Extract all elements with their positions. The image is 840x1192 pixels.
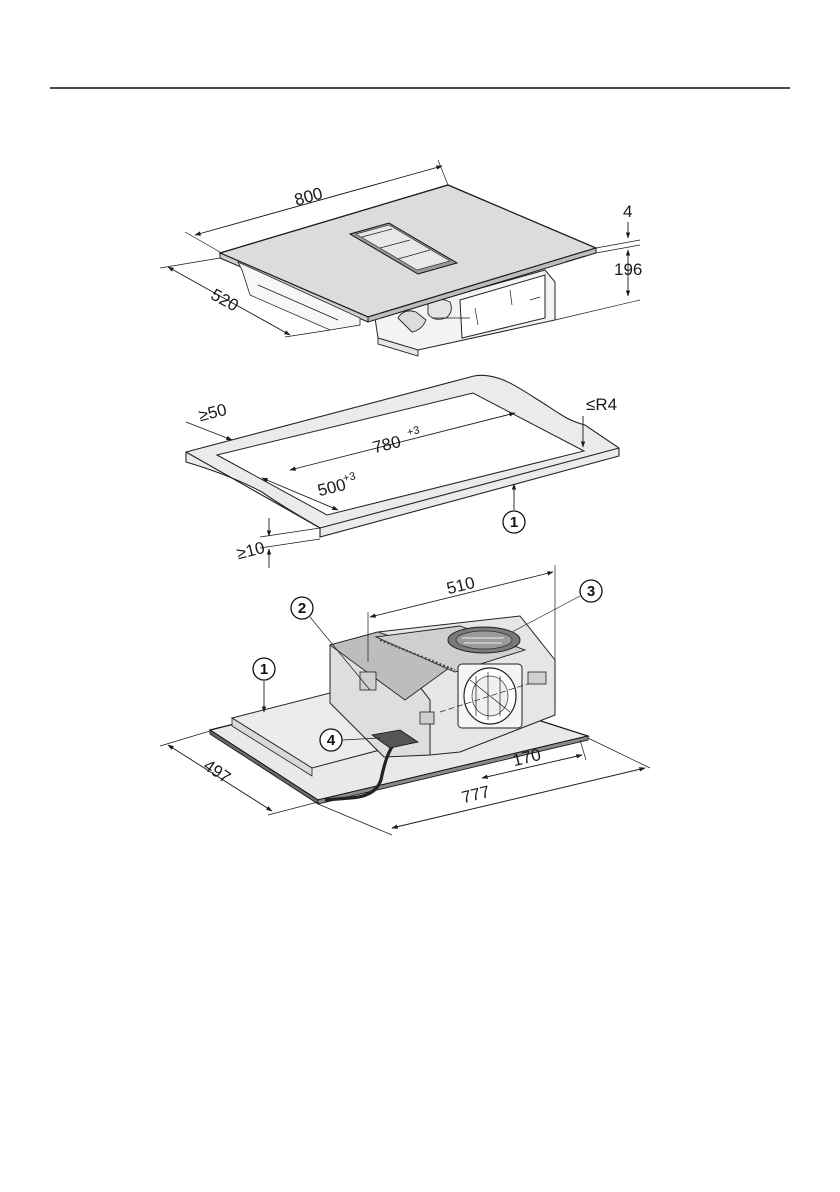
callout-1-label: 1	[510, 514, 518, 531]
dim-label-4: 4	[623, 202, 632, 221]
dim-label-497: 497	[200, 756, 234, 788]
callout-3-label: 3	[587, 583, 595, 600]
callout-1-hob: 1	[253, 658, 275, 712]
dimension-worktop-thickness: ≥10	[235, 518, 320, 568]
figure-underside-dimensions: 510 497 170 777 1	[160, 565, 650, 835]
dim-label-min50: ≥50	[197, 400, 229, 425]
callout-4-label: 4	[327, 732, 336, 749]
dim-label-196: 196	[614, 260, 642, 279]
dimension-edge-clearance: ≥50	[186, 400, 232, 440]
dim-label-maxR4: ≤R4	[586, 395, 617, 414]
figure-hob-dimensions: 800 520 4 196	[160, 160, 642, 356]
callout-1-worktop: 1	[503, 484, 525, 533]
dim-label-min10: ≥10	[235, 538, 267, 563]
dim-label-510: 510	[445, 573, 477, 598]
callout-2-label: 2	[298, 600, 306, 617]
dim-label-520: 520	[208, 285, 242, 315]
dim-label-777: 777	[460, 782, 492, 807]
callout-1-hob-label: 1	[260, 661, 268, 678]
figure-cutout-dimensions: ≥50 780 +3 500 +3 ≤R4 ≥10	[186, 375, 619, 568]
dim-label-800: 800	[292, 184, 325, 210]
